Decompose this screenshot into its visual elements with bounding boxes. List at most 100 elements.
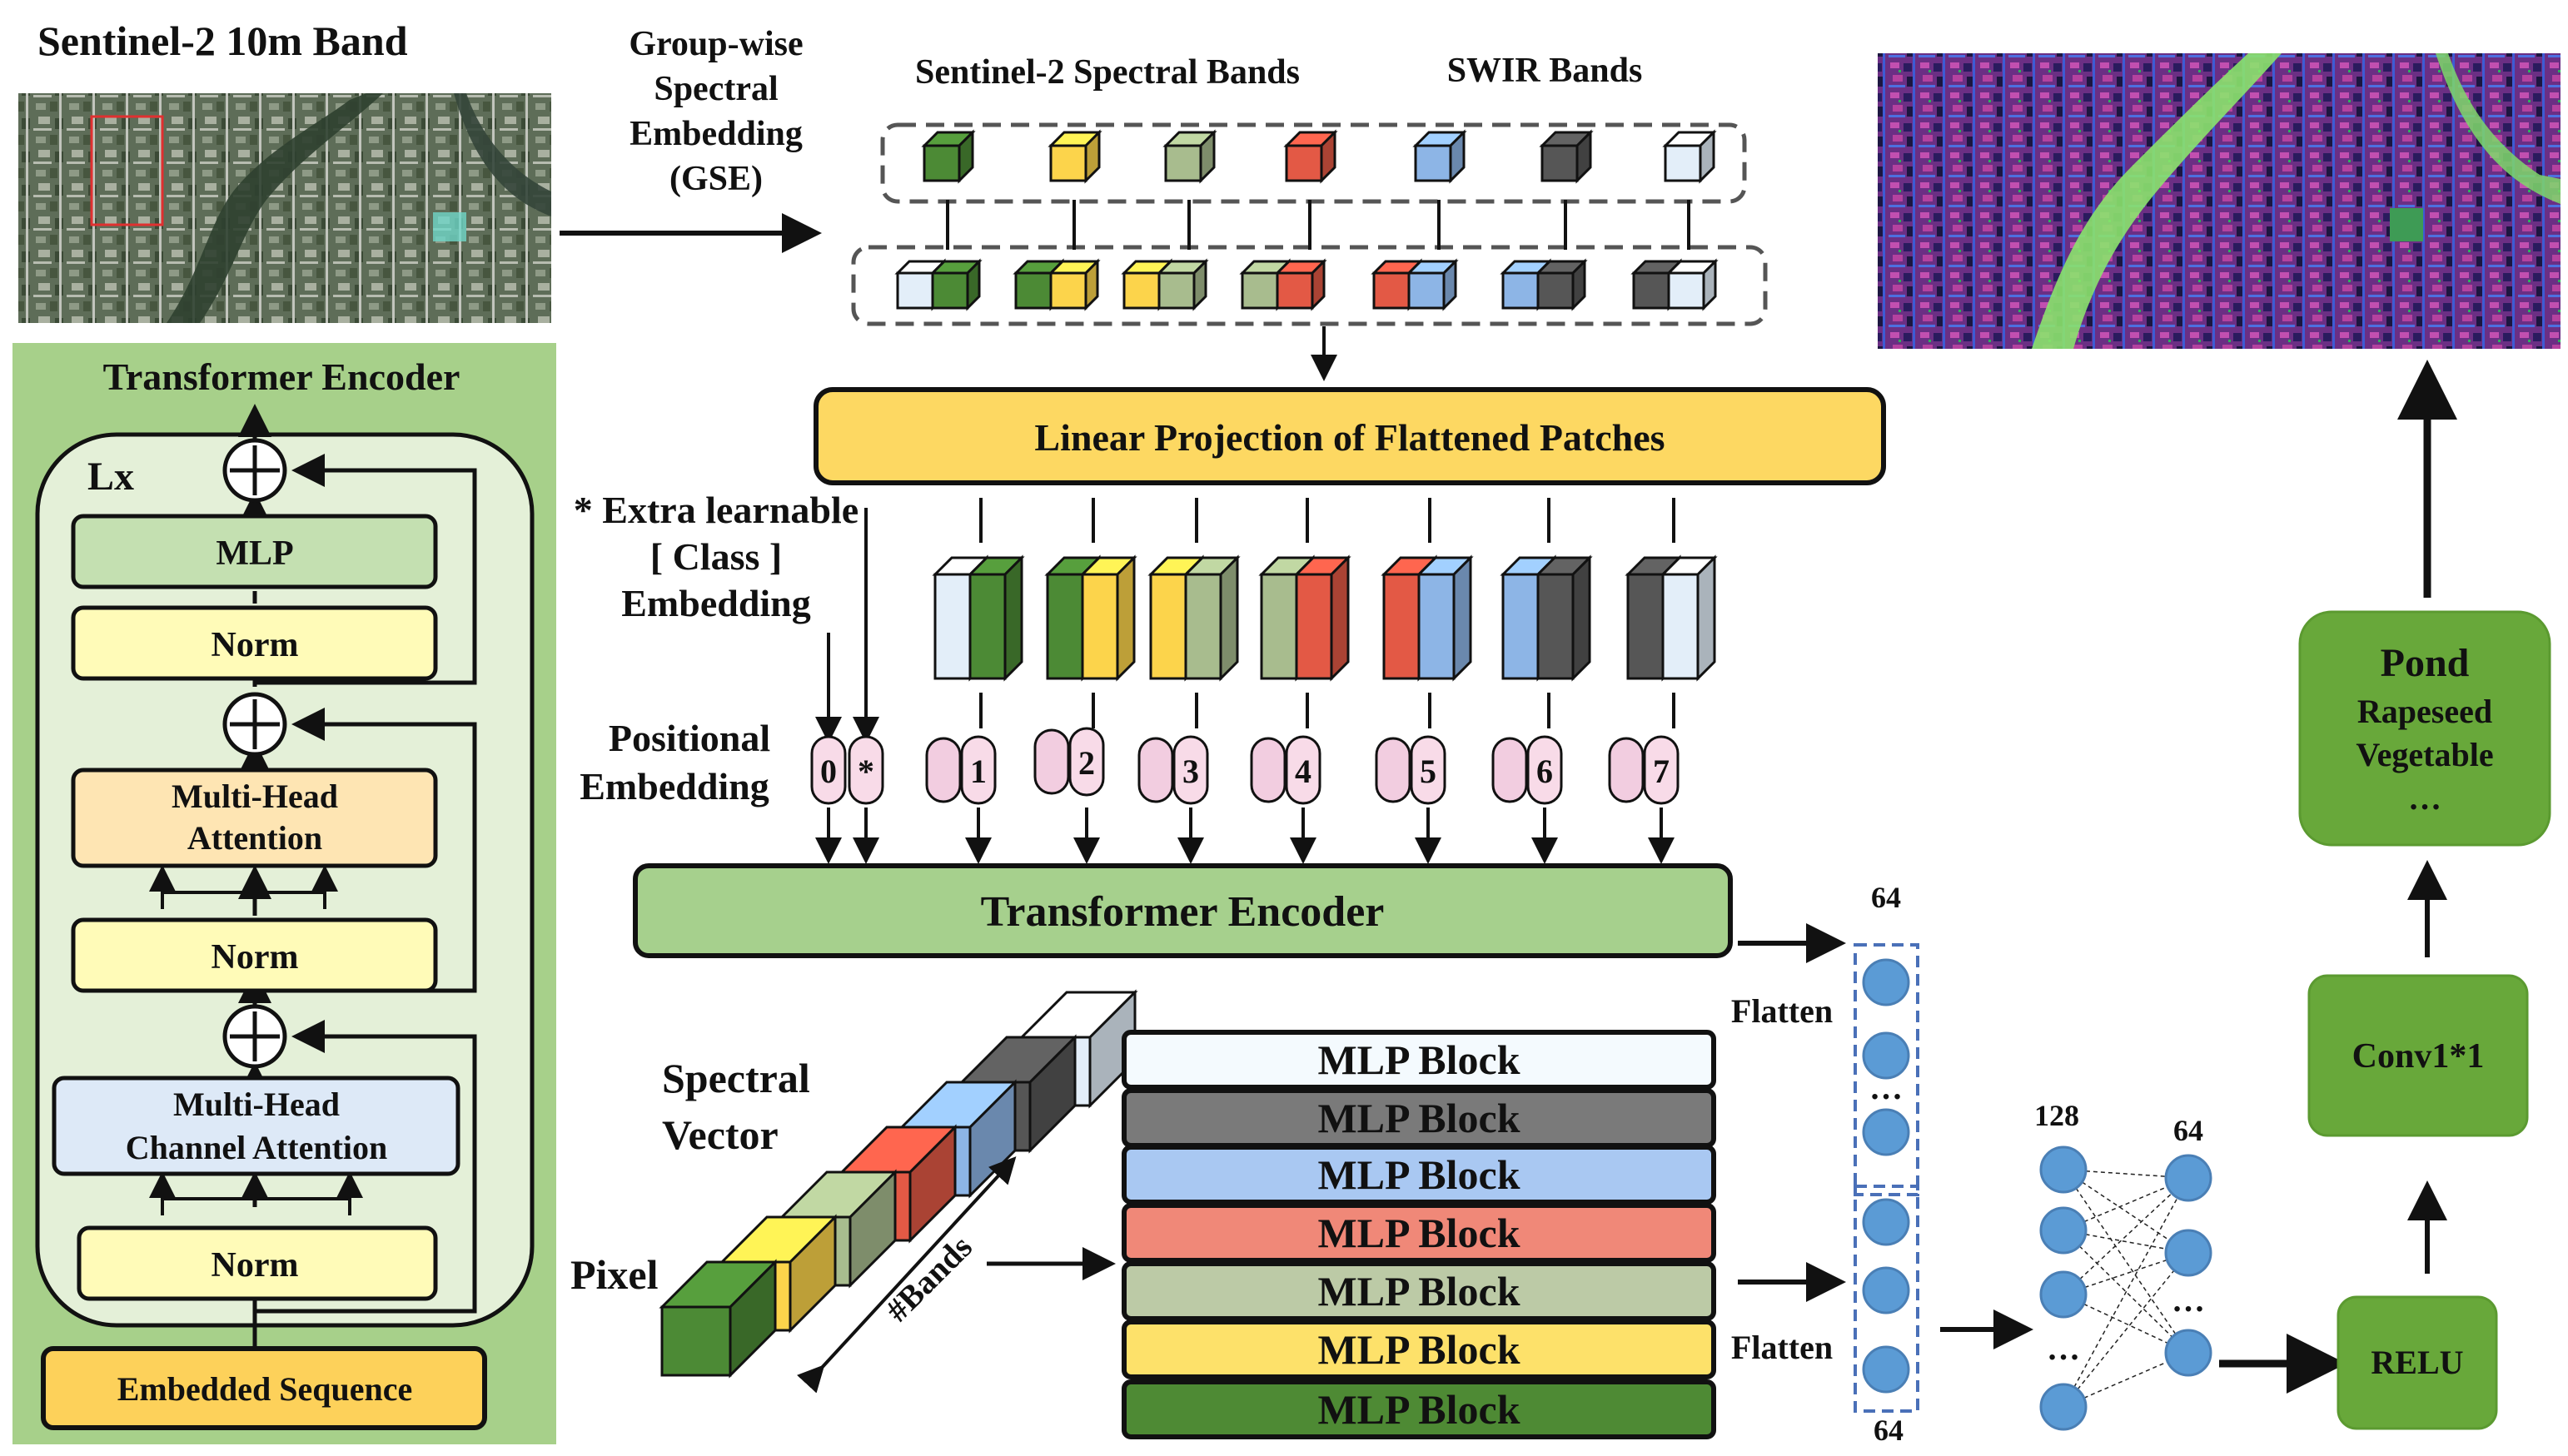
fc-node-128 [2039, 1270, 2088, 1319]
pair-cube-right [1048, 258, 1101, 311]
svg-text:Rapeseed: Rapeseed [2357, 693, 2492, 730]
flatten-nodes [1862, 958, 1910, 1394]
sentinel-rgb-image [18, 93, 551, 323]
band-pair-cubes [894, 258, 1719, 311]
band-cube [921, 129, 976, 184]
band-group-top [880, 122, 1747, 204]
gse-label: Group-wise Spectral Embedding (GSE) [629, 25, 803, 198]
flatten-ellipsis: … [1869, 1069, 1903, 1106]
fc-node-128 [2039, 1145, 2088, 1194]
position-token: 4 [1250, 735, 1321, 805]
patch-token-cubes [932, 498, 1718, 728]
svg-text:* Extra learnable: * Extra learnable [574, 489, 858, 531]
multi-head-attention-box [71, 768, 438, 868]
svg-text:Embedding: Embedding [630, 115, 803, 153]
mlp-block: MLP Block [1122, 1261, 1716, 1321]
fc-dim-64: 64 [2173, 1114, 2203, 1147]
mlp-block-label: MLP Block [1317, 1095, 1520, 1141]
svg-text:Pond: Pond [2381, 641, 2470, 685]
position-token-label: 0 [820, 753, 837, 790]
svg-text:Embedding: Embedding [621, 582, 811, 624]
svg-text:Spectral: Spectral [654, 70, 778, 108]
sentinel-band-title: Sentinel-2 10m Band [37, 17, 408, 64]
mlp-block: MLP Block [1122, 1030, 1716, 1090]
transformer-encoder-box [633, 863, 1733, 958]
mlp-block-label: MLP Block [1317, 1268, 1520, 1314]
conv1x1-box [2307, 974, 2529, 1137]
embedded-sequence-box [41, 1346, 487, 1430]
band-cube [1412, 129, 1467, 184]
svg-text:RELU: RELU [2371, 1344, 2463, 1381]
svg-text:(GSE): (GSE) [669, 160, 763, 198]
svg-text:Attention: Attention [187, 819, 322, 857]
token-cube-right [1182, 554, 1241, 682]
position-token-label: * [858, 753, 874, 790]
mlp-block-label: MLP Block [1317, 1386, 1520, 1433]
flatten-node [1862, 1031, 1910, 1080]
band-cube [1539, 129, 1594, 184]
position-token-label: 7 [1653, 753, 1670, 790]
band-cube [1283, 129, 1338, 184]
fc-node-128 [2039, 1383, 2088, 1431]
band-cubes [921, 129, 1717, 250]
svg-text:Group-wise: Group-wise [629, 25, 803, 63]
token-cube-right [1416, 554, 1474, 682]
norm-box-bottom [77, 1225, 438, 1301]
svg-text:Norm: Norm [212, 938, 299, 976]
relu-box [2337, 1295, 2498, 1430]
pixel-label: Pixel [570, 1251, 659, 1298]
fully-connected-network [2039, 1145, 2212, 1431]
bands-dimension-arrow [796, 1156, 1017, 1394]
position-token-label: 1 [970, 753, 987, 790]
position-token: 7 [1608, 735, 1680, 805]
position-token: 6 [1491, 735, 1563, 805]
svg-text:MLP: MLP [216, 534, 293, 573]
svg-text:…: … [2408, 779, 2441, 817]
mlp-block: MLP Block [1122, 1379, 1716, 1439]
svg-text:Conv1*1: Conv1*1 [2352, 1037, 2485, 1076]
pair-cube-right [1535, 258, 1588, 311]
svg-text:Embedded Sequence: Embedded Sequence [117, 1370, 413, 1408]
class-output-box [2298, 610, 2551, 847]
band-cube [1162, 129, 1217, 184]
svg-text:Spectral: Spectral [662, 1055, 810, 1101]
position-token: 1 [925, 735, 997, 805]
mlp-block-label: MLP Block [1317, 1210, 1520, 1256]
spectral-bands-title: Sentinel-2 Spectral Bands [915, 53, 1300, 92]
residual-add-bottom [222, 1004, 287, 1069]
position-token: 5 [1375, 735, 1446, 805]
token-cube-right [1660, 554, 1718, 682]
fc-node-64 [2164, 1229, 2212, 1277]
mlp-box [71, 514, 438, 589]
flatten-label-top: Flatten [1731, 992, 1833, 1030]
band-cube [1048, 129, 1102, 184]
mlp-block-label: MLP Block [1317, 1151, 1520, 1198]
mlp-block: MLP Block [1122, 1145, 1716, 1205]
mlp-block: MLP Block [1122, 1319, 1716, 1379]
band-cube [1662, 129, 1717, 184]
position-token: 2 [1033, 727, 1105, 797]
multi-head-channel-attention-box [52, 1076, 460, 1176]
svg-text:Embedding: Embedding [580, 765, 769, 808]
token-cube-right [1535, 554, 1593, 682]
flatten-node [1862, 958, 1910, 1006]
norm-box-top [71, 605, 438, 681]
residual-add-mid [222, 692, 287, 757]
class-embedding-label: * Extra learnable [ Class ] Embedding [574, 489, 858, 624]
fc-ellipsis-right: … [2172, 1281, 2205, 1319]
classification-map-image [1878, 53, 2561, 349]
svg-text:Multi-Head: Multi-Head [173, 1086, 340, 1123]
svg-text:Transformer Encoder: Transformer Encoder [981, 888, 1385, 936]
mlp-block-label: MLP Block [1317, 1326, 1520, 1373]
flatten-label-bottom: Flatten [1731, 1329, 1833, 1366]
fc-node-128 [2039, 1206, 2088, 1255]
svg-text:Multi-Head: Multi-Head [172, 778, 338, 815]
token-cube-right [1293, 554, 1351, 682]
token-cube-right [1079, 554, 1137, 682]
position-token-label: 6 [1536, 753, 1553, 790]
spectral-vector-label: Spectral Vector [662, 1055, 810, 1158]
fc-ellipsis-left: … [2047, 1329, 2080, 1367]
